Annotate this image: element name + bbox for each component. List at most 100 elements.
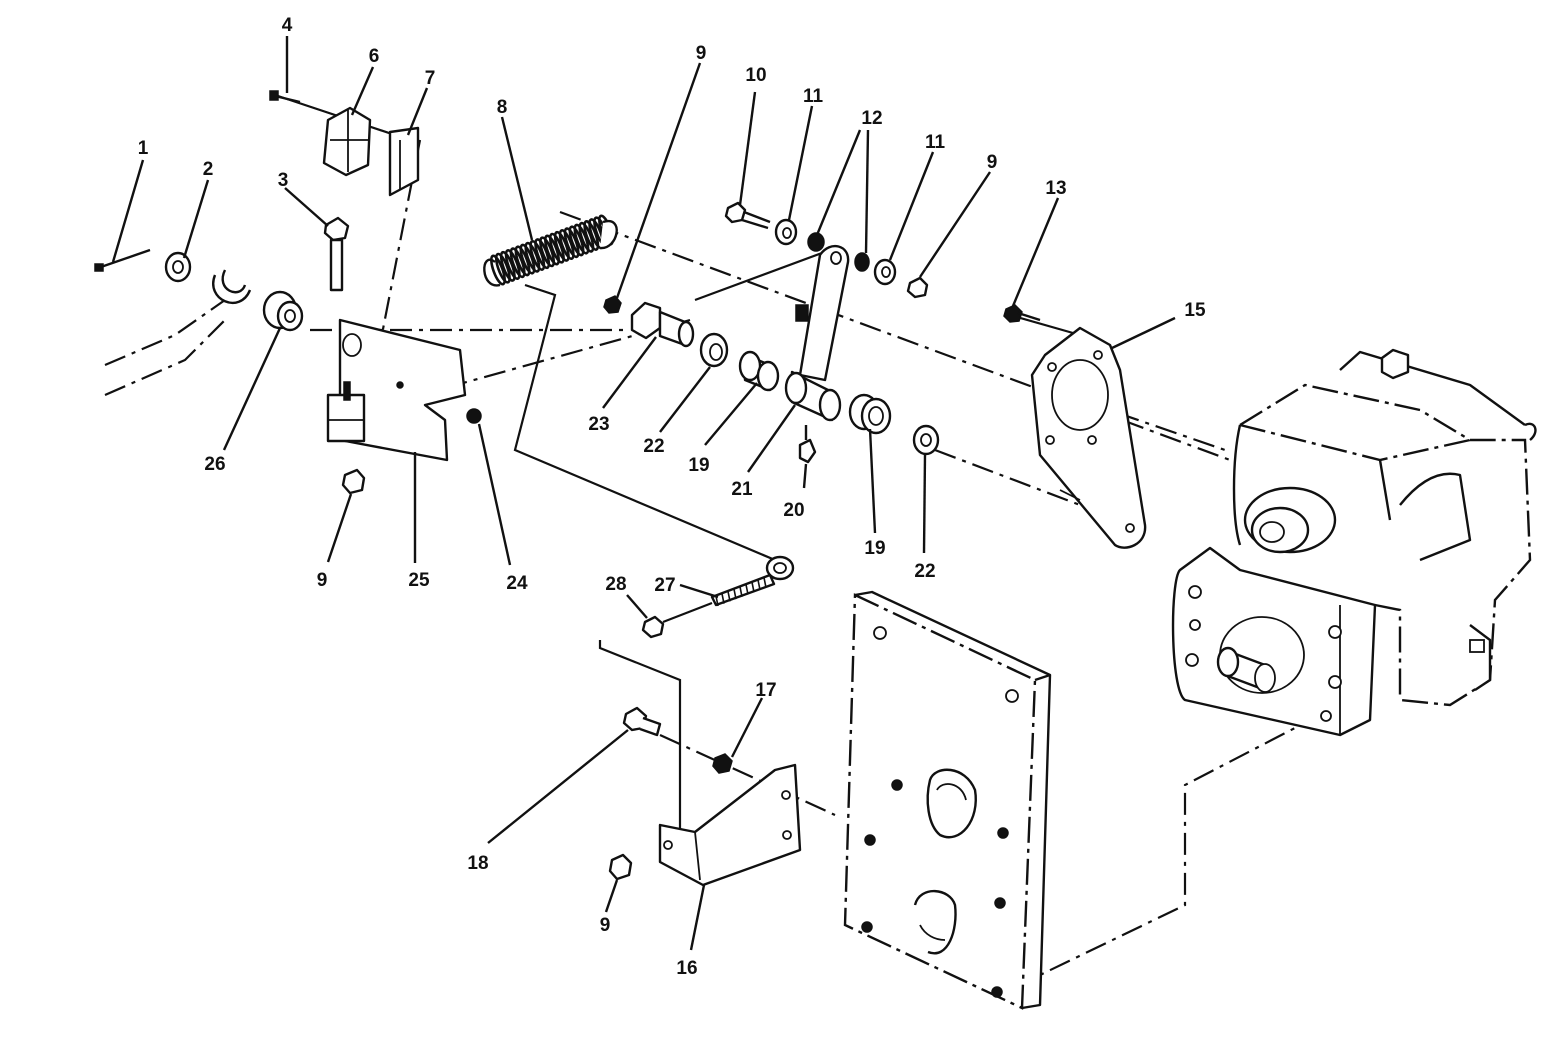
part-18-bolt [622,706,662,737]
part-20-grease-fitting [798,425,817,464]
spring-coil [514,245,531,277]
callout-9-left: 9 [317,570,328,591]
callout-22-left: 22 [643,436,664,457]
part-9-nut-upper [603,295,622,314]
spring-coil [573,223,590,255]
part-24-ball [466,408,482,424]
callout-26: 26 [204,454,225,475]
spring-coil [558,229,575,261]
part-15-mounting-bracket [1030,326,1147,549]
callout-3: 3 [278,170,289,191]
callout-11-left: 11 [803,86,824,107]
callout-9-bottom: 9 [600,915,611,936]
callout-18: 18 [467,853,488,874]
callout-13: 13 [1045,178,1066,199]
part-12-spacer-right [854,252,870,272]
spring-coil [539,236,556,268]
callout-12: 12 [861,108,882,129]
part-22-washer-left [699,332,729,368]
part-25-lever-plate [326,318,467,462]
spring-coil [534,238,551,270]
part-4-screw [269,90,301,104]
spring-coil [568,225,585,257]
callout-10: 10 [745,65,766,86]
callout-8: 8 [497,97,508,118]
leader-lines [111,36,1176,951]
callout-7: 7 [425,68,436,89]
spring-coil [553,230,570,262]
callout-9-right: 9 [987,152,998,173]
retaining-ring [212,269,252,304]
part-11-washer-left [774,218,798,246]
rod-thread [739,586,743,597]
spring-coil [494,252,511,284]
callout-25: 25 [408,570,430,591]
part-11-washer-right [873,258,897,286]
spring-coil [504,249,521,281]
part-19-bearing-right [848,393,892,435]
part-9-nut-left [341,468,366,495]
rod-thread [763,577,767,588]
callout-2: 2 [203,159,214,180]
callout-9-upper: 9 [696,43,707,64]
spring-coil [499,250,516,282]
part-16-bracket [658,763,802,887]
part-28-jam-nut [641,601,713,639]
part-23-shoulder-bolt [630,301,695,348]
spring-coil [519,243,536,275]
mounting-plate [843,590,1052,1010]
part-12-spacer-left [807,232,825,252]
callout-23: 23 [588,414,609,435]
callout-labels: 1 2 3 4 6 7 8 9 10 11 12 11 9 13 15 26 2… [138,15,1206,979]
part-9-nut-bottom [608,853,633,881]
callout-6: 6 [369,46,380,67]
callout-1: 1 [138,138,149,159]
spring-coil [524,241,541,273]
spring-coil [578,221,595,253]
callout-21: 21 [731,479,753,500]
rod-thread [721,593,725,604]
spring-coil [490,254,506,286]
part-2-washer [164,251,192,283]
part-13-bolt [1003,304,1041,323]
spring-coil [548,232,565,264]
part-21-arm [784,244,850,422]
part-10-bolt [724,201,771,230]
rod-thread [757,579,761,591]
callout-28: 28 [605,574,626,595]
callout-19-right: 19 [864,538,885,559]
part-27-rod-end [710,555,795,607]
rod-thread [727,591,731,602]
control-linkage-rod [513,283,776,830]
callout-11-right: 11 [925,132,946,153]
part-19-bearing-left [738,350,780,392]
callout-27: 27 [654,575,675,596]
callout-22-right: 22 [914,561,935,582]
callout-19-left: 19 [688,455,709,476]
part-26-bushing [262,290,304,332]
part-3-bolt [323,216,350,292]
part-17-nut [712,753,733,774]
spring-coil [509,247,526,279]
callout-15: 15 [1184,300,1206,321]
spring-coil [529,239,546,271]
spring-coil [583,219,600,251]
callout-4: 4 [282,15,293,36]
rod-thread [733,588,737,600]
callout-17: 17 [755,680,776,701]
spring-coil [544,234,560,266]
part-9-nut-top [906,276,929,299]
spring-coil [563,227,580,259]
hydraulic-pump [1171,348,1537,737]
rod-thread [751,582,755,593]
callout-16: 16 [676,958,697,979]
part-1-pin [94,248,151,272]
part-22-washer-right [912,424,940,456]
callout-24: 24 [506,573,528,594]
rod-thread [745,584,749,595]
part-7-clip [388,126,420,197]
part-6-cable-clamp [322,106,372,177]
callout-20: 20 [783,500,804,521]
part-8-spring [483,214,618,287]
